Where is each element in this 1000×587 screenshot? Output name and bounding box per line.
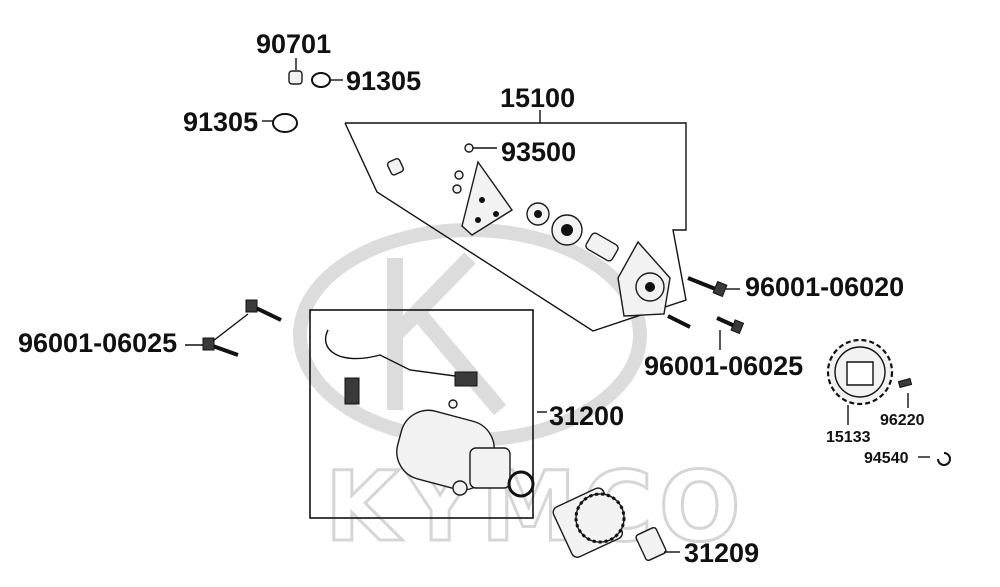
watermark-k-mark [387, 252, 507, 416]
bolt-96001-06025-right [716, 316, 745, 350]
brush-plate-part [461, 160, 513, 236]
assembly-15100-outline [344, 110, 687, 332]
label-96001-06025-right: 96001-06025 [644, 351, 803, 381]
armature-part [585, 232, 619, 262]
o-ring-top-part [311, 72, 343, 88]
o-ring-left-part [262, 113, 298, 133]
end-cover-part [617, 240, 671, 317]
collar-part [288, 58, 303, 85]
cap-part [386, 157, 405, 176]
label-96001-06025-left: 96001-06025 [18, 328, 177, 358]
label-31209: 31209 [684, 538, 759, 568]
label-90701: 90701 [256, 29, 331, 59]
label-94540: 94540 [864, 450, 909, 467]
label-93500: 93500 [501, 137, 576, 167]
label-96001-06020: 96001-06020 [745, 272, 904, 302]
label-31200: 31200 [549, 401, 624, 431]
label-15100: 15100 [500, 83, 575, 113]
pin-part [897, 377, 913, 408]
gear-holder-part [551, 214, 583, 246]
label-91305-top: 91305 [346, 66, 421, 96]
label-91305-left: 91305 [183, 107, 258, 137]
circlip-part [918, 452, 951, 466]
screws-93500 [452, 143, 497, 194]
starter-motor-box [309, 309, 535, 519]
leader-lines [185, 344, 547, 413]
gear-small-part [526, 202, 550, 226]
starter-clutch-gear-part [552, 487, 680, 562]
kymco-watermark: KYMCO [293, 223, 742, 565]
label-96220: 96220 [880, 412, 925, 429]
bolts-96001-06025-left [202, 299, 282, 357]
bolt-center [667, 314, 691, 329]
bolt-96001-06020 [687, 276, 740, 298]
sprocket-part [826, 338, 894, 425]
label-15133: 15133 [826, 429, 871, 446]
starter-motor-part [396, 409, 535, 498]
